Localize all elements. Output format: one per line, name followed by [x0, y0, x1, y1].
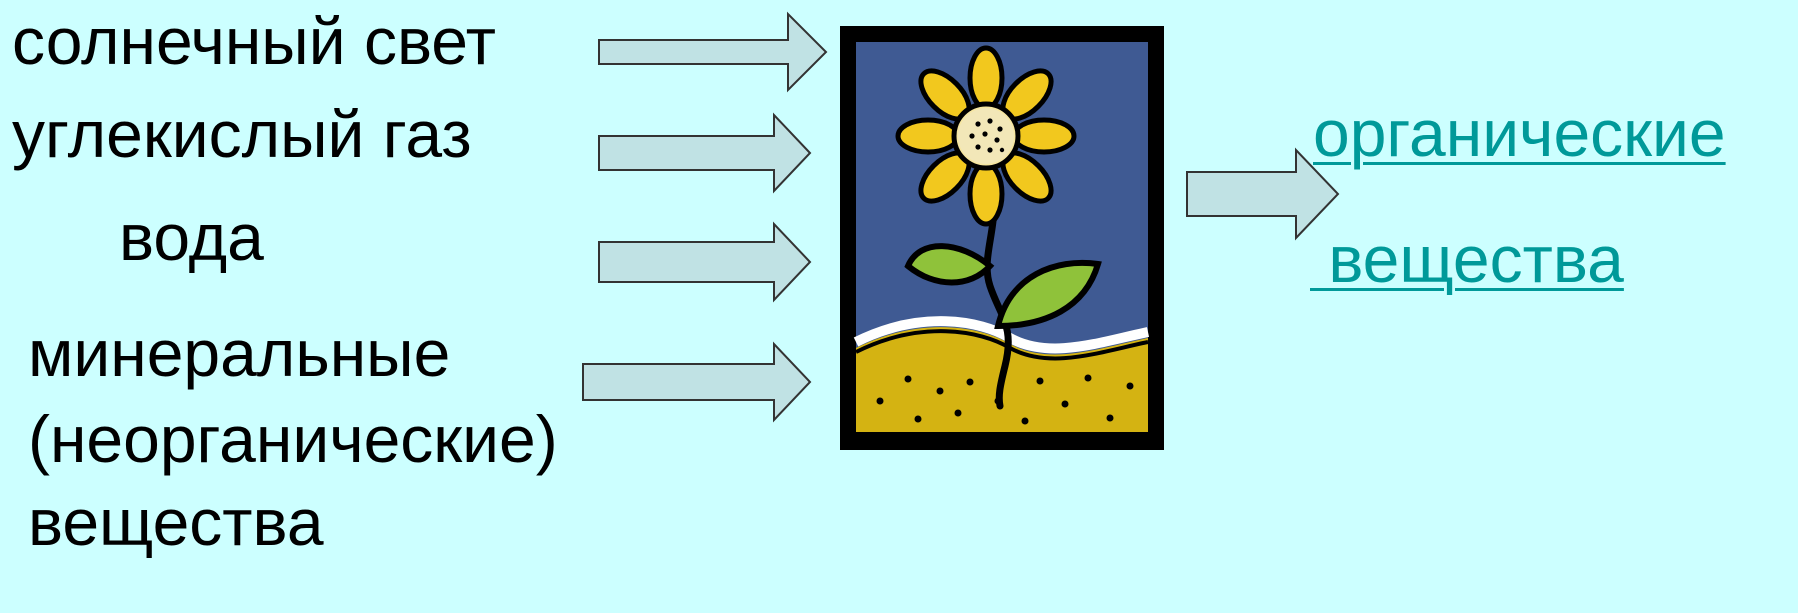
- input-minerals-line1: минеральные: [28, 316, 451, 390]
- arrow-water-icon: [598, 221, 812, 303]
- output-organic-substances-line2[interactable]: вещества: [1310, 222, 1624, 296]
- arrow-output-icon: [1186, 147, 1340, 241]
- sunflower-plant-icon: [840, 26, 1164, 450]
- input-water-label: вода: [119, 200, 264, 274]
- input-sunlight-label: солнечный свет: [12, 4, 497, 78]
- arrow-minerals-icon: [582, 341, 812, 423]
- arrow-sunlight-icon: [598, 11, 828, 93]
- input-minerals-line2: (неорганические): [28, 402, 558, 476]
- input-minerals-line3: вещества: [28, 485, 324, 559]
- arrow-co2-icon: [598, 112, 812, 194]
- output-organic-substances-line1[interactable]: органические: [1313, 96, 1726, 170]
- input-co2-label: углекислый газ: [12, 97, 472, 171]
